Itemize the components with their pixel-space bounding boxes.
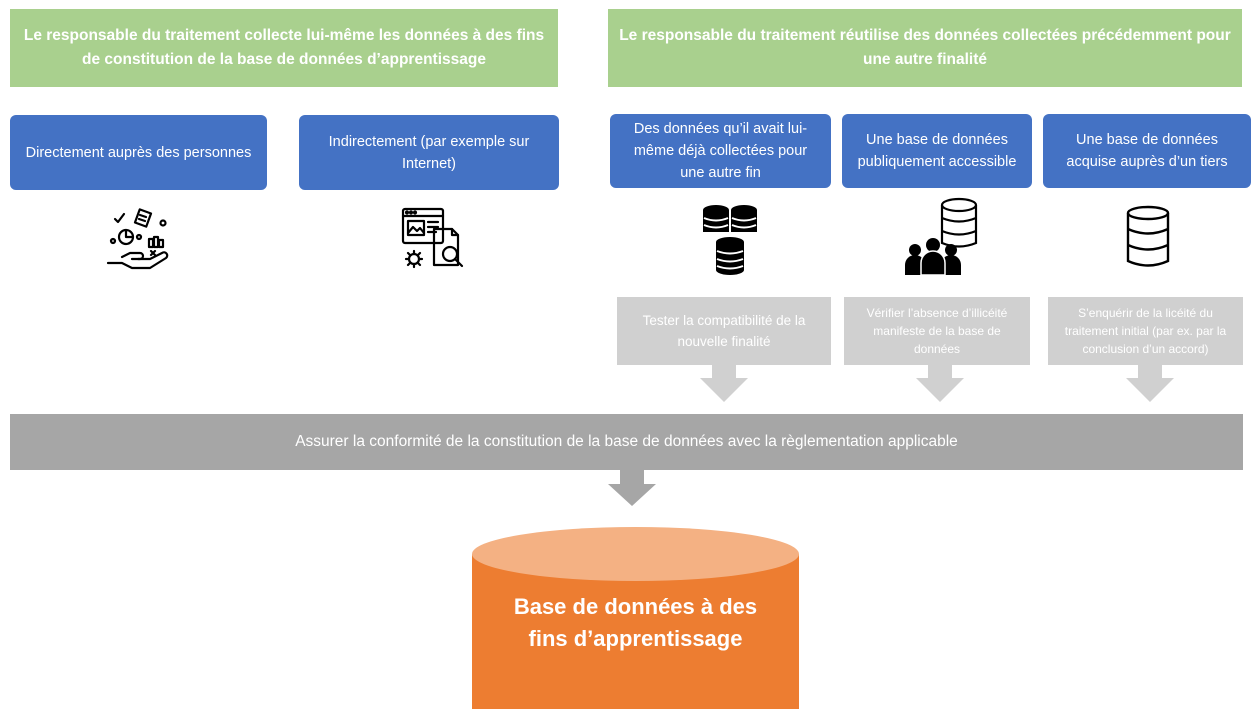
compliance-bar: Assurer la conformité de la constitution… — [10, 414, 1243, 470]
source-direct-text: Directement auprès des personnes — [25, 144, 252, 161]
check-initial-processing-text: S’enquérir de la licéité du traitement i… — [1064, 306, 1227, 356]
source-own-data-text: Des données qu’il avait lui-même déjà co… — [633, 121, 808, 181]
arrow-down-compatibility — [700, 362, 748, 402]
data-collection-hand-icon — [103, 205, 173, 275]
header-reuse: Le responsable du traitement réutilise d… — [608, 9, 1242, 87]
arrow-down-lawfulness — [916, 362, 964, 402]
arrow-down-initial-processing — [1126, 362, 1174, 402]
source-third-party-db: Une base de données acquise auprès d’un … — [1043, 114, 1251, 188]
check-lawfulness: Vérifier l’absence d’illicéité manifeste… — [844, 297, 1030, 365]
check-compatibility-text: Tester la compatibilité de la nouvelle f… — [642, 313, 806, 349]
check-lawfulness-text: Vérifier l’absence d’illicéité manifeste… — [866, 306, 1008, 356]
database-icon — [1123, 205, 1173, 271]
source-indirect-text: Indirectement (par exemple sur Internet) — [328, 133, 530, 172]
source-third-party-db-text: Une base de données acquise auprès d’un … — [1066, 132, 1228, 170]
check-initial-processing: S’enquérir de la licéité du traitement i… — [1048, 297, 1243, 365]
database-stack-icon — [700, 202, 760, 276]
header-self-collection-text: Le responsable du traitement collecte lu… — [23, 27, 545, 68]
compliance-bar-text: Assurer la conformité de la constitution… — [295, 433, 958, 450]
source-indirect: Indirectement (par exemple sur Internet) — [299, 115, 559, 190]
header-reuse-text: Le responsable du traitement réutilise d… — [619, 27, 1231, 68]
check-compatibility: Tester la compatibilité de la nouvelle f… — [617, 297, 831, 365]
source-public-db-text: Une base de données publiquement accessi… — [857, 132, 1017, 170]
result-database-cylinder: Base de données à des fins d’apprentissa… — [472, 527, 799, 709]
source-own-data: Des données qu’il avait lui-même déjà co… — [610, 114, 831, 188]
source-public-db: Une base de données publiquement accessi… — [842, 114, 1032, 188]
source-direct: Directement auprès des personnes — [10, 115, 267, 190]
web-document-search-icon — [398, 205, 468, 275]
arrow-down-to-result — [608, 470, 656, 506]
people-database-icon — [902, 195, 982, 277]
result-label: Base de données à des fins d’apprentissa… — [513, 594, 758, 651]
header-self-collection: Le responsable du traitement collecte lu… — [10, 9, 558, 87]
